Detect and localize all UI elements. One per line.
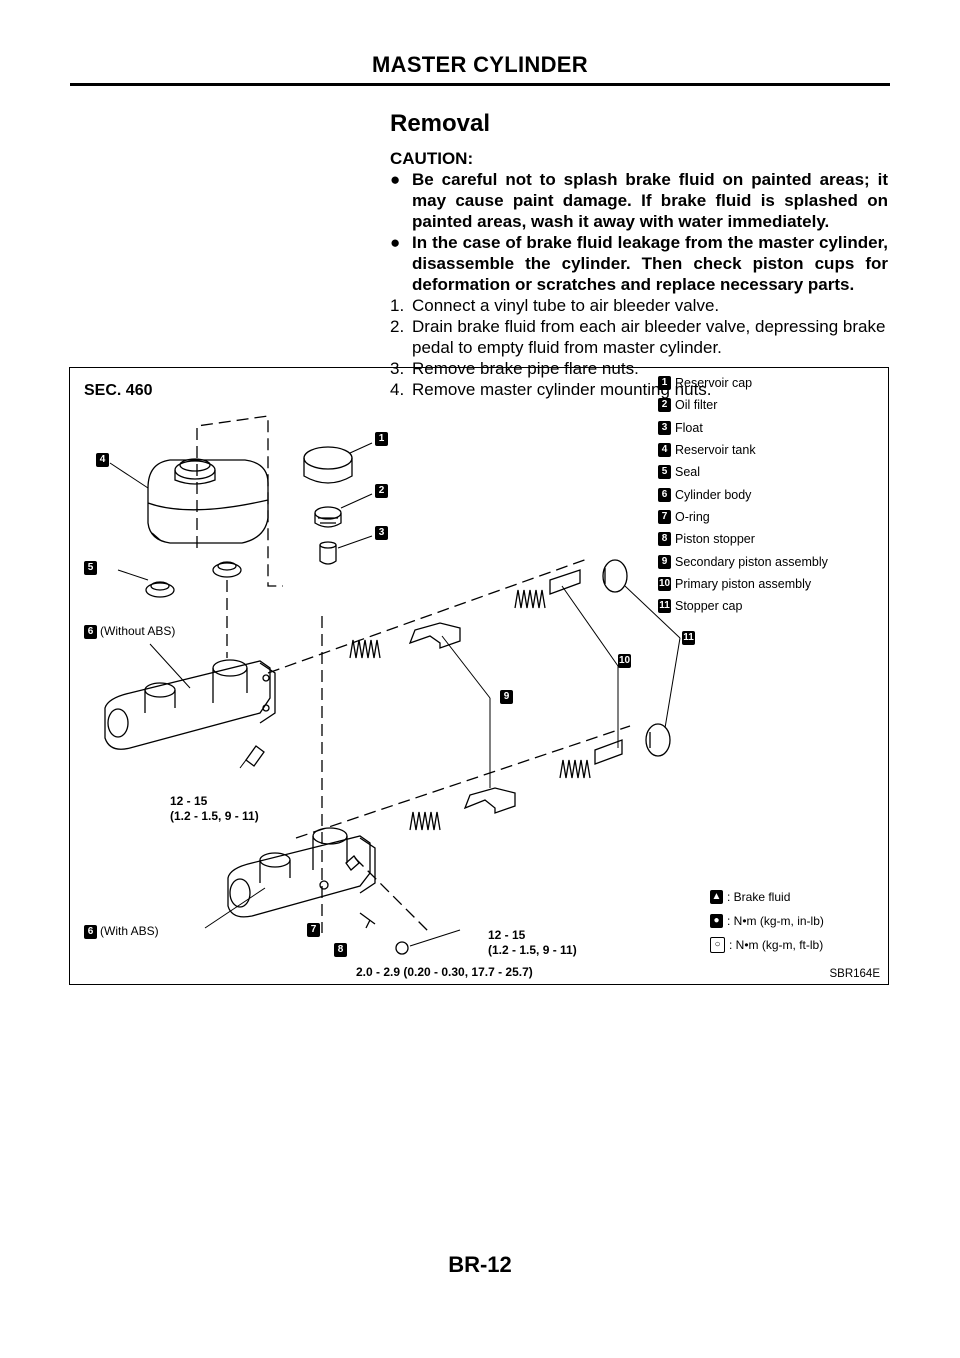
cylinder-body-upper-drawing — [104, 659, 276, 767]
callout-2: 2 — [375, 484, 388, 498]
legend-label: Oil filter — [675, 398, 718, 413]
with-abs-label: (With ABS) — [100, 924, 159, 938]
legend-label: Float — [675, 420, 703, 435]
step-number: 2. — [390, 317, 405, 336]
callout-8: 8 — [334, 943, 347, 957]
symbol-label: : N•m (kg-m, ft-lb) — [729, 938, 824, 952]
cap-filter-float-drawing — [303, 446, 353, 565]
callout-number: 8 — [658, 532, 671, 547]
caution-text: Be careful not to splash brake fluid on … — [412, 170, 888, 231]
legend-item: 10 Primary piston assembly — [658, 573, 888, 595]
legend-label: Secondary piston assembly — [675, 554, 828, 569]
callout-number: 5 — [658, 465, 671, 480]
section-number-label: SEC. 460 — [84, 382, 153, 399]
legend-item: 9 Secondary piston assembly — [658, 550, 888, 572]
step-number: 3. — [390, 359, 405, 378]
caution-text: In the case of brake fluid leakage from … — [412, 233, 888, 294]
step-text: Connect a vinyl tube to air bleeder valv… — [412, 296, 720, 315]
page-header-title: MASTER CYLINDER — [372, 52, 588, 77]
removal-section: Removal CAUTION: ● Be careful not to spl… — [390, 110, 888, 400]
callout-number: 6 — [658, 487, 671, 502]
torque-bottom-value: 2.0 - 2.9 (0.20 - 0.30, 17.7 - 25.7) — [356, 965, 533, 979]
legend-label: Reservoir tank — [675, 443, 756, 458]
symbol-row: ○ : N•m (kg-m, ft-lb) — [710, 933, 824, 957]
legend-item: 2 Oil filter — [658, 394, 888, 416]
callout-6-without-abs: 6 — [84, 625, 97, 639]
section-heading: Removal — [390, 110, 491, 137]
legend-item: 11 Stopper cap — [658, 595, 888, 617]
figure-code: SBR164E — [829, 968, 880, 980]
step-item: 4. Remove master cylinder mounting nuts. — [390, 379, 888, 400]
callout-number: 3 — [658, 420, 671, 435]
bullet-icon: ● — [390, 170, 401, 189]
callout-5: 5 — [84, 561, 97, 575]
legend-item: 8 Piston stopper — [658, 528, 888, 550]
header-rule — [70, 83, 890, 86]
callout-3: 3 — [375, 526, 388, 540]
torque-lower-units: (1.2 - 1.5, 9 - 11) — [488, 943, 577, 957]
callout-6-with-abs: 6 — [84, 925, 97, 939]
torque-ft-lb-icon: ○ — [710, 937, 725, 953]
callout-7: 7 — [307, 923, 320, 937]
brake-fluid-icon: ▲ — [710, 890, 723, 904]
legend-label: Reservoir cap — [675, 376, 753, 391]
symbol-row: ▲ : Brake fluid — [710, 885, 824, 909]
step-item: 3. Remove brake pipe flare nuts. — [390, 358, 888, 379]
step-item: 1. Connect a vinyl tube to air bleeder v… — [390, 295, 888, 316]
callout-10: 10 — [618, 654, 631, 668]
parts-legend: 1 Reservoir cap 2 Oil filter 3 Float 4 Reser… — [658, 372, 888, 617]
callout-1: 1 — [375, 432, 388, 446]
callout-4: 4 — [96, 453, 109, 467]
callout-number: 7 — [658, 509, 671, 524]
legend-item: 3 Float — [658, 417, 888, 439]
leader-lines — [109, 442, 681, 947]
legend-label: Cylinder body — [675, 487, 752, 502]
page-number: BR-12 — [448, 1252, 512, 1277]
torque-upper-value: 12 - 15 — [170, 794, 208, 808]
legend-item: 1 Reservoir cap — [658, 372, 888, 394]
torque-upper-units: (1.2 - 1.5, 9 - 11) — [170, 809, 259, 823]
legend-item: 5 Seal — [658, 461, 888, 483]
cylinder-body-lower-drawing — [227, 827, 409, 955]
legend-item: 6 Cylinder body — [658, 483, 888, 505]
torque-lower-value: 12 - 15 — [488, 928, 526, 942]
piston-lower-drawing — [409, 723, 671, 831]
symbol-label: : Brake fluid — [727, 890, 791, 904]
step-text: Remove master cylinder mounting nuts. — [412, 380, 712, 399]
master-cylinder-drawing — [104, 415, 681, 955]
step-number: 1. — [390, 296, 405, 315]
callout-number: 10 — [658, 576, 671, 591]
assembly-lines — [196, 415, 631, 934]
legend-item: 4 Reservoir tank — [658, 439, 888, 461]
callout-9: 9 — [500, 690, 513, 704]
step-number: 4. — [390, 380, 405, 399]
legend-label: Seal — [675, 465, 701, 480]
legend-label: O-ring — [675, 509, 710, 524]
symbol-key: ▲ : Brake fluid ● : N•m (kg-m, in-lb) ○ : N… — [710, 885, 824, 957]
callout-number: 1 — [658, 376, 671, 391]
caution-item: ● In the case of brake fluid leakage fro… — [390, 232, 888, 295]
piston-upper-drawing — [349, 559, 628, 659]
callout-number: 9 — [658, 554, 671, 569]
callout-11: 11 — [682, 631, 695, 645]
reservoir-tank-drawing — [147, 458, 269, 544]
callout-number: 2 — [658, 398, 671, 413]
step-text: Drain brake fluid from each air bleeder … — [412, 317, 886, 357]
step-text: Remove brake pipe flare nuts. — [412, 359, 639, 378]
callout-number: 4 — [658, 443, 671, 458]
without-abs-label: (Without ABS) — [100, 624, 176, 638]
caution-label: CAUTION: — [390, 149, 474, 168]
legend-item: 7 O-ring — [658, 506, 888, 528]
exploded-view-figure: SEC. 460 1 Reservoir cap 2 Oil filter 3 Flo… — [69, 367, 889, 985]
legend-label: Piston stopper — [675, 532, 755, 547]
legend-label: Primary piston assembly — [675, 576, 812, 591]
torque-in-lb-icon: ● — [710, 914, 723, 928]
symbol-row: ● : N•m (kg-m, in-lb) — [710, 909, 824, 933]
symbol-label: : N•m (kg-m, in-lb) — [727, 914, 824, 928]
callout-number: 11 — [658, 599, 671, 614]
caution-item: ● Be careful not to splash brake fluid o… — [390, 169, 888, 232]
legend-label: Stopper cap — [675, 599, 743, 614]
bullet-icon: ● — [390, 233, 401, 252]
step-item: 2. Drain brake fluid from each air bleed… — [390, 316, 888, 358]
